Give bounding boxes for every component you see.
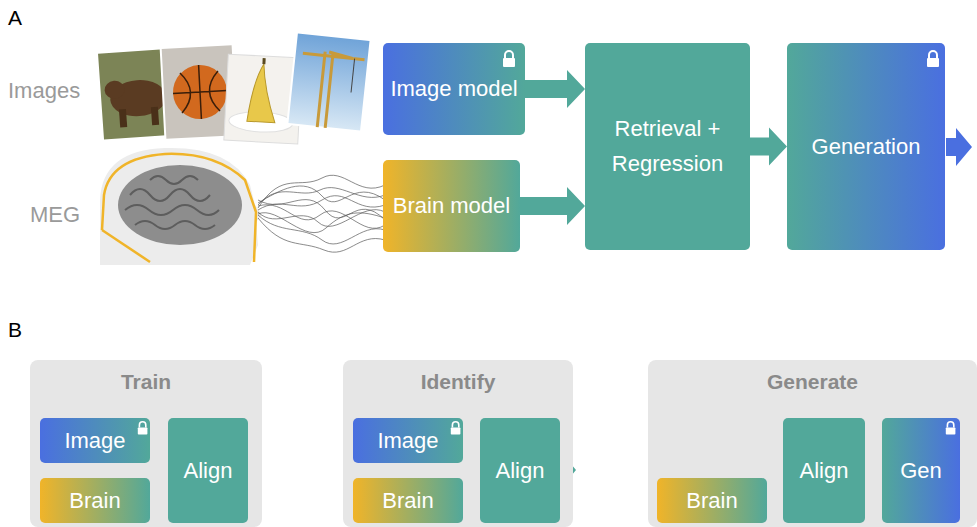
gen-box: Gen bbox=[882, 418, 960, 523]
box-label: Align bbox=[496, 458, 545, 484]
brain-box: Brain bbox=[657, 478, 767, 523]
box-label: Gen bbox=[900, 458, 942, 484]
box-label: Brain bbox=[686, 488, 737, 514]
panel-letter: A bbox=[8, 6, 22, 30]
retrieval-box: Retrieval + Regression bbox=[585, 43, 750, 250]
head-illustration bbox=[100, 148, 262, 265]
box-label: Retrieval + Regression bbox=[612, 112, 723, 180]
image-box: Image bbox=[353, 418, 463, 463]
box-label: Brain bbox=[382, 488, 433, 514]
panel-letter: B bbox=[8, 318, 22, 342]
flow-arrow bbox=[750, 128, 787, 166]
box-label: Generation bbox=[812, 134, 921, 160]
align-box: Align bbox=[783, 418, 865, 523]
flow-arrow bbox=[520, 187, 585, 225]
box-label: Image bbox=[64, 428, 125, 454]
image-model-box: Image model bbox=[383, 43, 525, 135]
brain-model-box: Brain model bbox=[383, 160, 520, 252]
output-arrow bbox=[946, 128, 972, 166]
brain-box: Brain bbox=[40, 478, 150, 523]
row-label: Images bbox=[8, 78, 80, 104]
box-label: Brain model bbox=[393, 193, 510, 219]
generation-box: Generation bbox=[787, 43, 945, 250]
box-label: Image model bbox=[390, 76, 517, 102]
align-box: Align bbox=[480, 418, 560, 523]
box-label: Align bbox=[800, 458, 849, 484]
box-label: Align bbox=[184, 458, 233, 484]
panel-title: Identify bbox=[421, 370, 496, 394]
panel-title: Train bbox=[121, 370, 171, 394]
stage-panel: GenerateBrain Align Gen bbox=[648, 360, 977, 527]
flow-arrow bbox=[525, 70, 585, 108]
stage-panel: IdentifyImageBrain Align bbox=[343, 360, 573, 527]
stage-panel: TrainImageBrain Align bbox=[30, 360, 262, 527]
meg-signals bbox=[258, 175, 385, 252]
panel-title: Generate bbox=[767, 370, 858, 394]
brain-box: Brain bbox=[353, 478, 463, 523]
box-label: Image bbox=[377, 428, 438, 454]
crane-photo bbox=[287, 32, 370, 131]
image-box: Image bbox=[40, 418, 150, 463]
row-label: MEG bbox=[30, 202, 80, 228]
align-box: Align bbox=[168, 418, 248, 523]
box-label: Brain bbox=[69, 488, 120, 514]
